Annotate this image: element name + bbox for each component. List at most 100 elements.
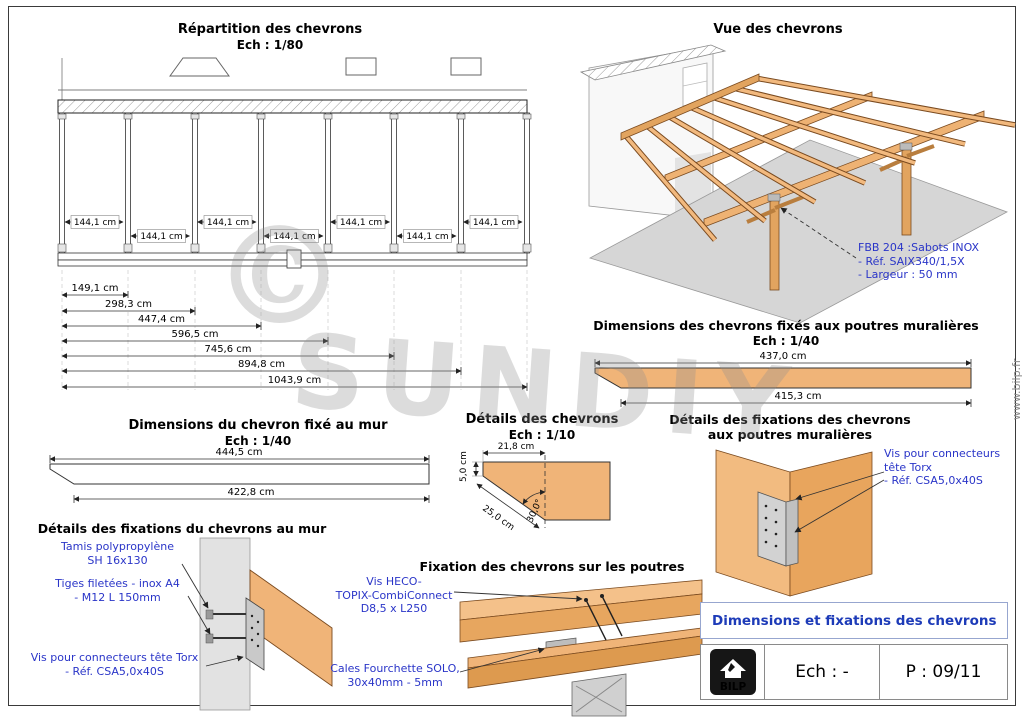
chevron-mur-beam (49, 463, 430, 485)
vue-drawing (579, 44, 1016, 324)
fix-mur-note2-line2: - M12 L 150mm (74, 590, 161, 604)
details-width-dim: 21,8 cm (498, 442, 535, 452)
fix-muraliere-title-line2: aux poutres muralières (707, 427, 873, 442)
vue-title: Vue des chevrons (713, 22, 843, 37)
fix-mur-note1-line2: SH 16x130 (87, 553, 148, 567)
logo-text: BILP (719, 681, 746, 693)
fbb-note-line3: - Largeur : 50 mm (858, 268, 958, 281)
fix-mur-note1: Tamis polypropylène SH 16x130 (45, 540, 190, 567)
rafter-connectors (57, 113, 532, 253)
cumulative-dimensions (61, 291, 528, 391)
fix-poutres-drawing (453, 579, 703, 717)
details-height-dim: 5,0 cm (459, 451, 469, 482)
spacing-dim-label: 144,1 cm (207, 218, 249, 228)
fbb-note-line1: FBB 204 :Sabots INOX (858, 241, 980, 254)
rafters-3d (622, 75, 1016, 242)
titleblock-title-box: Dimensions et fixations des chevrons (700, 602, 1008, 639)
chevron-muraliere-beam (594, 367, 972, 389)
post-sabot (767, 193, 781, 202)
titleblock-scale: Ech : - (765, 645, 880, 699)
connector-plate (245, 597, 265, 671)
repartition-drawing: 144,1 cm 144,1 cm 144,1 cm 144,1 cm 144,… (57, 57, 532, 391)
cumulative-dim-label: 1043,9 cm (268, 375, 321, 386)
details-title: Détails des chevrons (465, 412, 619, 427)
dim-muraliere-scale: Ech : 1/40 (752, 334, 820, 348)
fix-muraliere-note-line2: tête Torx (884, 460, 932, 474)
site-url: www.bilp.fr (1010, 358, 1023, 420)
fix-muraliere-note-line1: Vis pour connecteurs (884, 447, 1001, 460)
wall-anchor (205, 609, 214, 620)
dim-mur-title: Dimensions du chevron fixé au mur (128, 418, 388, 433)
fix-mur-note2: Tiges filetées - inox A4 - M12 L 150mm (45, 577, 190, 604)
spacing-dim-label: 144,1 cm (473, 218, 515, 228)
post-sabot (899, 142, 913, 151)
cumulative-dim-label: 447,4 cm (138, 314, 185, 325)
fix-poutres-title: Fixation des chevrons sur les poutres (419, 559, 685, 574)
spacing-dim-label: 144,1 cm (273, 232, 315, 242)
repartition-title: Répartition des chevrons (177, 22, 363, 37)
leader-line (459, 647, 545, 673)
front-beam (57, 249, 528, 269)
leader-line (187, 595, 211, 635)
roof-opening (345, 57, 377, 76)
dim-muraliere-title: Dimensions des chevrons fixés aux poutre… (593, 318, 979, 333)
sabot-bracket (757, 491, 787, 567)
spacing-dim-label: 144,1 cm (140, 232, 182, 242)
fix-poutres-note2: Cales Fourchette SOLO, 30x40mm - 5mm (330, 662, 460, 689)
titleblock-row: BILP Ech : - P : 09/11 (700, 644, 1008, 700)
plate-screws (250, 614, 260, 648)
fix-mur-note3: Vis pour connecteurs tête Torx - Réf. CS… (22, 651, 207, 678)
fix-poutres-note1-line3: D8,5 x L250 (360, 602, 428, 615)
muraliere-bottom-dim: 415,3 cm (774, 391, 821, 402)
leader-line (794, 479, 885, 533)
fix-mur-note2-line1: Tiges filetées - inox A4 (55, 577, 180, 590)
cumulative-dim-label: 298,3 cm (105, 299, 152, 310)
fix-mur-note1-line1: Tamis polypropylène (61, 540, 174, 553)
cumulative-dim-label: 894,8 cm (238, 359, 285, 370)
roof-window-outline (169, 57, 230, 77)
titleblock-logo-cell: BILP (701, 645, 765, 699)
extension-lines (61, 270, 528, 390)
fix-mur-note3-line1: Vis pour connecteurs tête Torx (30, 651, 199, 664)
ledger-beam (620, 73, 760, 141)
fix-mur-drawing (181, 537, 333, 711)
fix-poutres-note1: Vis HECO- TOPIX-CombiConnect D8,5 x L250 (334, 575, 454, 616)
mur-top-dim: 444,5 cm (215, 447, 262, 458)
chevron-face (789, 451, 873, 597)
fix-poutres-note1-line2: TOPIX-CombiConnect (335, 588, 453, 602)
fix-muraliere-note: Vis pour connecteurs tête Torx - Réf. CS… (884, 447, 1009, 488)
cumulative-dim-label: 596,5 cm (171, 329, 218, 340)
sabot-screws (764, 504, 778, 548)
muraliere-top-dim: 437,0 cm (759, 351, 806, 362)
fix-mur-note3-line2: - Réf. CSA5,0x40S (65, 664, 164, 678)
fbb-leader-line (780, 207, 857, 259)
fix-muraliere-drawing (715, 449, 885, 597)
spacing-dim-label: 144,1 cm (340, 218, 382, 228)
titleblock-page: P : 09/11 (905, 662, 982, 682)
dim-mur-scale: Ech : 1/40 (224, 434, 292, 448)
spacing-dim-label: 144,1 cm (406, 232, 448, 242)
fbb-note: FBB 204 :Sabots INOX - Réf. SAIX340/1,5X… (858, 241, 1008, 282)
repartition-scale: Ech : 1/80 (236, 38, 304, 52)
fix-poutres-note2-line1: Cales Fourchette SOLO, (330, 662, 460, 675)
screw (601, 595, 623, 637)
house-roof-band (579, 44, 727, 81)
screw (585, 599, 607, 641)
dim-muraliere-drawing: 437,0 cm 415,3 cm (594, 350, 972, 407)
fix-muraliere-title-line1: Détails des fixations des chevrons (669, 412, 911, 427)
sabot-flange (785, 498, 799, 567)
wall (199, 537, 251, 711)
roof-opening (450, 57, 482, 76)
fbb-note-line2: - Réf. SAIX340/1,5X (858, 254, 965, 268)
spacing-dim-label: 144,1 cm (74, 218, 116, 228)
fix-muraliere-note-line3: - Réf. CSA5,0x40S (884, 474, 983, 487)
chevron-profile (482, 461, 611, 521)
cumulative-dim-label: 149,1 cm (71, 283, 118, 294)
leader-line (453, 591, 583, 602)
dim-mur-drawing: 444,5 cm 422,8 cm (49, 446, 430, 503)
details-scale: Ech : 1/10 (508, 428, 576, 442)
titleblock-title: Dimensions et fixations des chevrons (712, 612, 997, 629)
mur-bottom-dim: 422,8 cm (227, 487, 274, 498)
fix-mur-title: Détails des fixations du chevrons au mur (37, 521, 327, 536)
